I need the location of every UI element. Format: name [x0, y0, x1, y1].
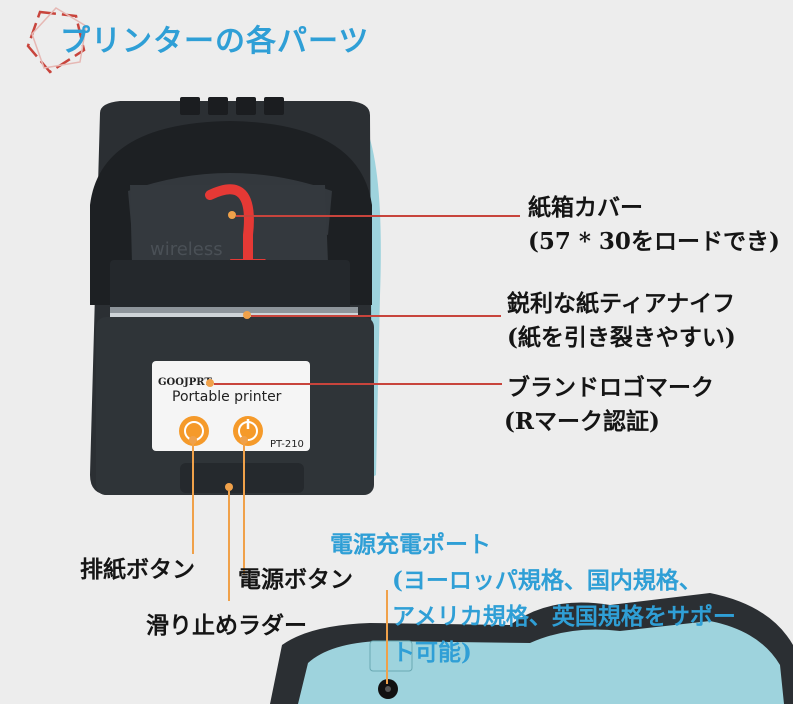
cutter-note: (紙を引き裂きやすい) [507, 324, 736, 351]
product-name: Portable printer [172, 389, 282, 405]
logo-note: (Rマーク認証) [504, 408, 660, 435]
cover-label: 紙箱カバー [528, 194, 643, 221]
model-number: PT-210 [270, 439, 304, 450]
cutter-leader [251, 315, 501, 317]
port-desc-line1: (ヨーロッパ規格、国内規格、 [392, 567, 702, 594]
page-title: プリンターの各パーツ [60, 24, 370, 59]
paper-button-label: 排紙ボタン [80, 556, 195, 583]
ladder-label: 滑り止めラダー [146, 612, 307, 639]
paper-button-dot [189, 436, 197, 444]
port-desc-line2: アメリカ規格、英国規格をサポー [392, 603, 736, 630]
cover-capacity-note: (57 * 30をロードでき) [528, 228, 780, 255]
power-button-dot [240, 436, 248, 444]
printer-illustration: wireless GOOJPRT Portable printer PT-210 [90, 97, 381, 495]
logo-leader [214, 383, 502, 385]
port-desc-line3: ト可能) [392, 639, 472, 666]
power-button-leader [243, 444, 245, 574]
logo-label: ブランドロゴマーク [507, 374, 714, 401]
cover-leader [236, 215, 520, 217]
port-title: 電源充電ポート [330, 531, 491, 558]
ladder-dot [225, 483, 233, 491]
printer-bottom-view [270, 593, 793, 704]
cutter-dot [243, 311, 251, 319]
brand-name: GOOJPRT [158, 377, 212, 388]
cutter-label: 鋭利な紙ティアナイフ [507, 290, 736, 317]
pentagon-decoration [26, 7, 87, 74]
power-button-label: 電源ボタン [238, 566, 353, 593]
paper-button-leader [192, 444, 194, 554]
port-leader [386, 590, 388, 684]
cover-dot [228, 211, 236, 219]
ladder-leader [228, 491, 230, 601]
lid-embossed-text: wireless [150, 239, 223, 260]
logo-dot [206, 379, 214, 387]
